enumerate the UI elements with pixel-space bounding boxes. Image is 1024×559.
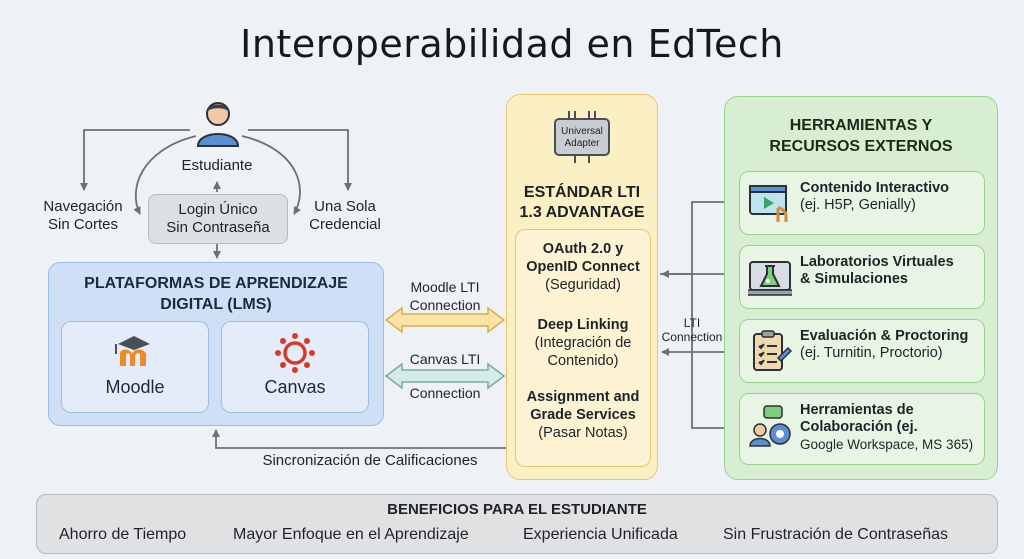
page-title: Interoperabilidad en EdTech	[240, 22, 784, 66]
benefits-title: BENEFICIOS PARA EL ESTUDIANTE	[387, 501, 647, 518]
canvas-lti-connection-label-bottom: Connection	[409, 385, 481, 401]
deep-linking-section: Deep Linking (Integración de Contenido)	[534, 317, 632, 369]
canvas-logo-icon	[275, 333, 315, 373]
oauth-section: OAuth 2.0 y OpenID Connect (Seguridad)	[526, 241, 640, 293]
moodle-label: Moodle	[105, 377, 165, 397]
moodle-logo-icon	[115, 336, 150, 366]
grades-sync-label: Sincronización de Calificaciones	[262, 452, 478, 469]
svg-text:Universal: Universal	[561, 126, 603, 137]
moodle-lti-double-arrow	[384, 306, 506, 334]
tool-virtual-labs[interactable]: Laboratorios Virtuales & Simulaciones	[739, 245, 985, 309]
benefit-item: Experiencia Unificada	[523, 526, 678, 543]
student-avatar-icon	[196, 102, 240, 147]
canvas-lti-connection-label-top: Canvas LTI	[409, 351, 481, 367]
virtual-lab-icon	[748, 261, 792, 296]
grade-services-section: Assignment and Grade Services (Pasar Not…	[526, 389, 640, 441]
universal-adapter-icon: Universal Adapter	[554, 111, 610, 163]
proctoring-clipboard-icon	[753, 330, 792, 371]
collaboration-icon	[749, 405, 791, 447]
benefit-item: Mayor Enfoque en el Aprendizaje	[233, 526, 469, 543]
tool-collaboration[interactable]: Herramientas de Colaboración (ej. Google…	[739, 393, 985, 465]
canvas-label: Canvas	[264, 377, 326, 397]
tool-proctoring[interactable]: Evaluación & Proctoring (ej. Turnitin, P…	[739, 319, 985, 383]
svg-text:Adapter: Adapter	[564, 138, 600, 149]
benefits-panel: BENEFICIOS PARA EL ESTUDIANTE Ahorro de …	[36, 494, 998, 554]
moodle-card[interactable]: Moodle	[61, 321, 209, 413]
benefit-item: Sin Frustración de Contraseñas	[723, 526, 948, 543]
interactive-content-icon	[749, 185, 788, 222]
student-label: Estudiante	[181, 157, 253, 174]
tool-interactive-content[interactable]: Contenido Interactivo (ej. H5P, Genially…	[739, 171, 985, 235]
lti-services-box: OAuth 2.0 y OpenID Connect (Seguridad) D…	[515, 229, 651, 467]
canvas-card[interactable]: Canvas	[221, 321, 369, 413]
canvas-lti-double-arrow	[384, 362, 506, 390]
benefit-item: Ahorro de Tiempo	[59, 526, 187, 543]
